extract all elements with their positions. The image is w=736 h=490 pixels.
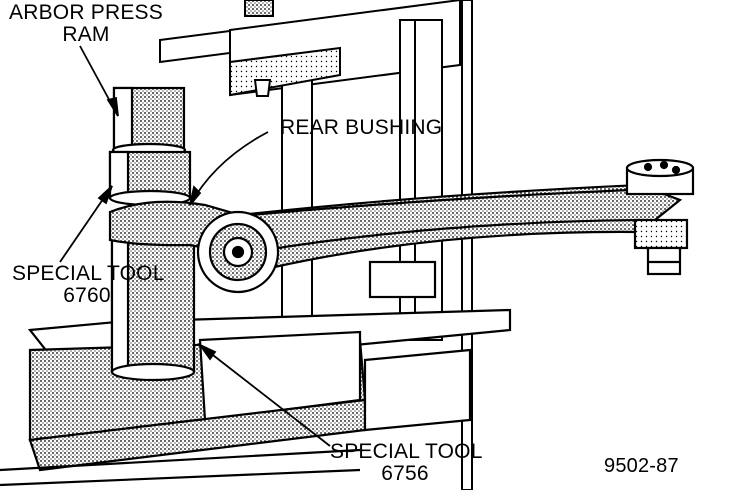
special-tool-6760-label: SPECIAL TOOL 6760 [12, 262, 165, 307]
arbor-press-ram-label-line1: ARBOR PRESS [9, 1, 163, 24]
special-tool-6760 [108, 150, 192, 207]
leader-lines [59, 45, 331, 447]
figure-number: 9502-87 [604, 455, 679, 477]
ball-joint [625, 158, 695, 276]
special-tool-6760-label-line2: 6760 [63, 284, 111, 307]
special-tool-6756-label-line2: 6756 [381, 462, 429, 485]
arbor-press-ram-label-line2: RAM [62, 23, 110, 46]
special-tool-6760-label-line1: SPECIAL TOOL [12, 262, 165, 285]
special-tool-6756 [110, 228, 196, 382]
rear-bushing-label: REAR BUSHING [280, 116, 443, 139]
lower-control-arm [108, 183, 683, 299]
special-tool-6756-label: SPECIAL TOOL 6756 [330, 440, 483, 485]
arbor-press-ram-label: ARBOR PRESS RAM [6, 2, 166, 46]
special-tool-6756-label-line1: SPECIAL TOOL [330, 440, 483, 463]
arbor-press-ram [111, 86, 187, 158]
